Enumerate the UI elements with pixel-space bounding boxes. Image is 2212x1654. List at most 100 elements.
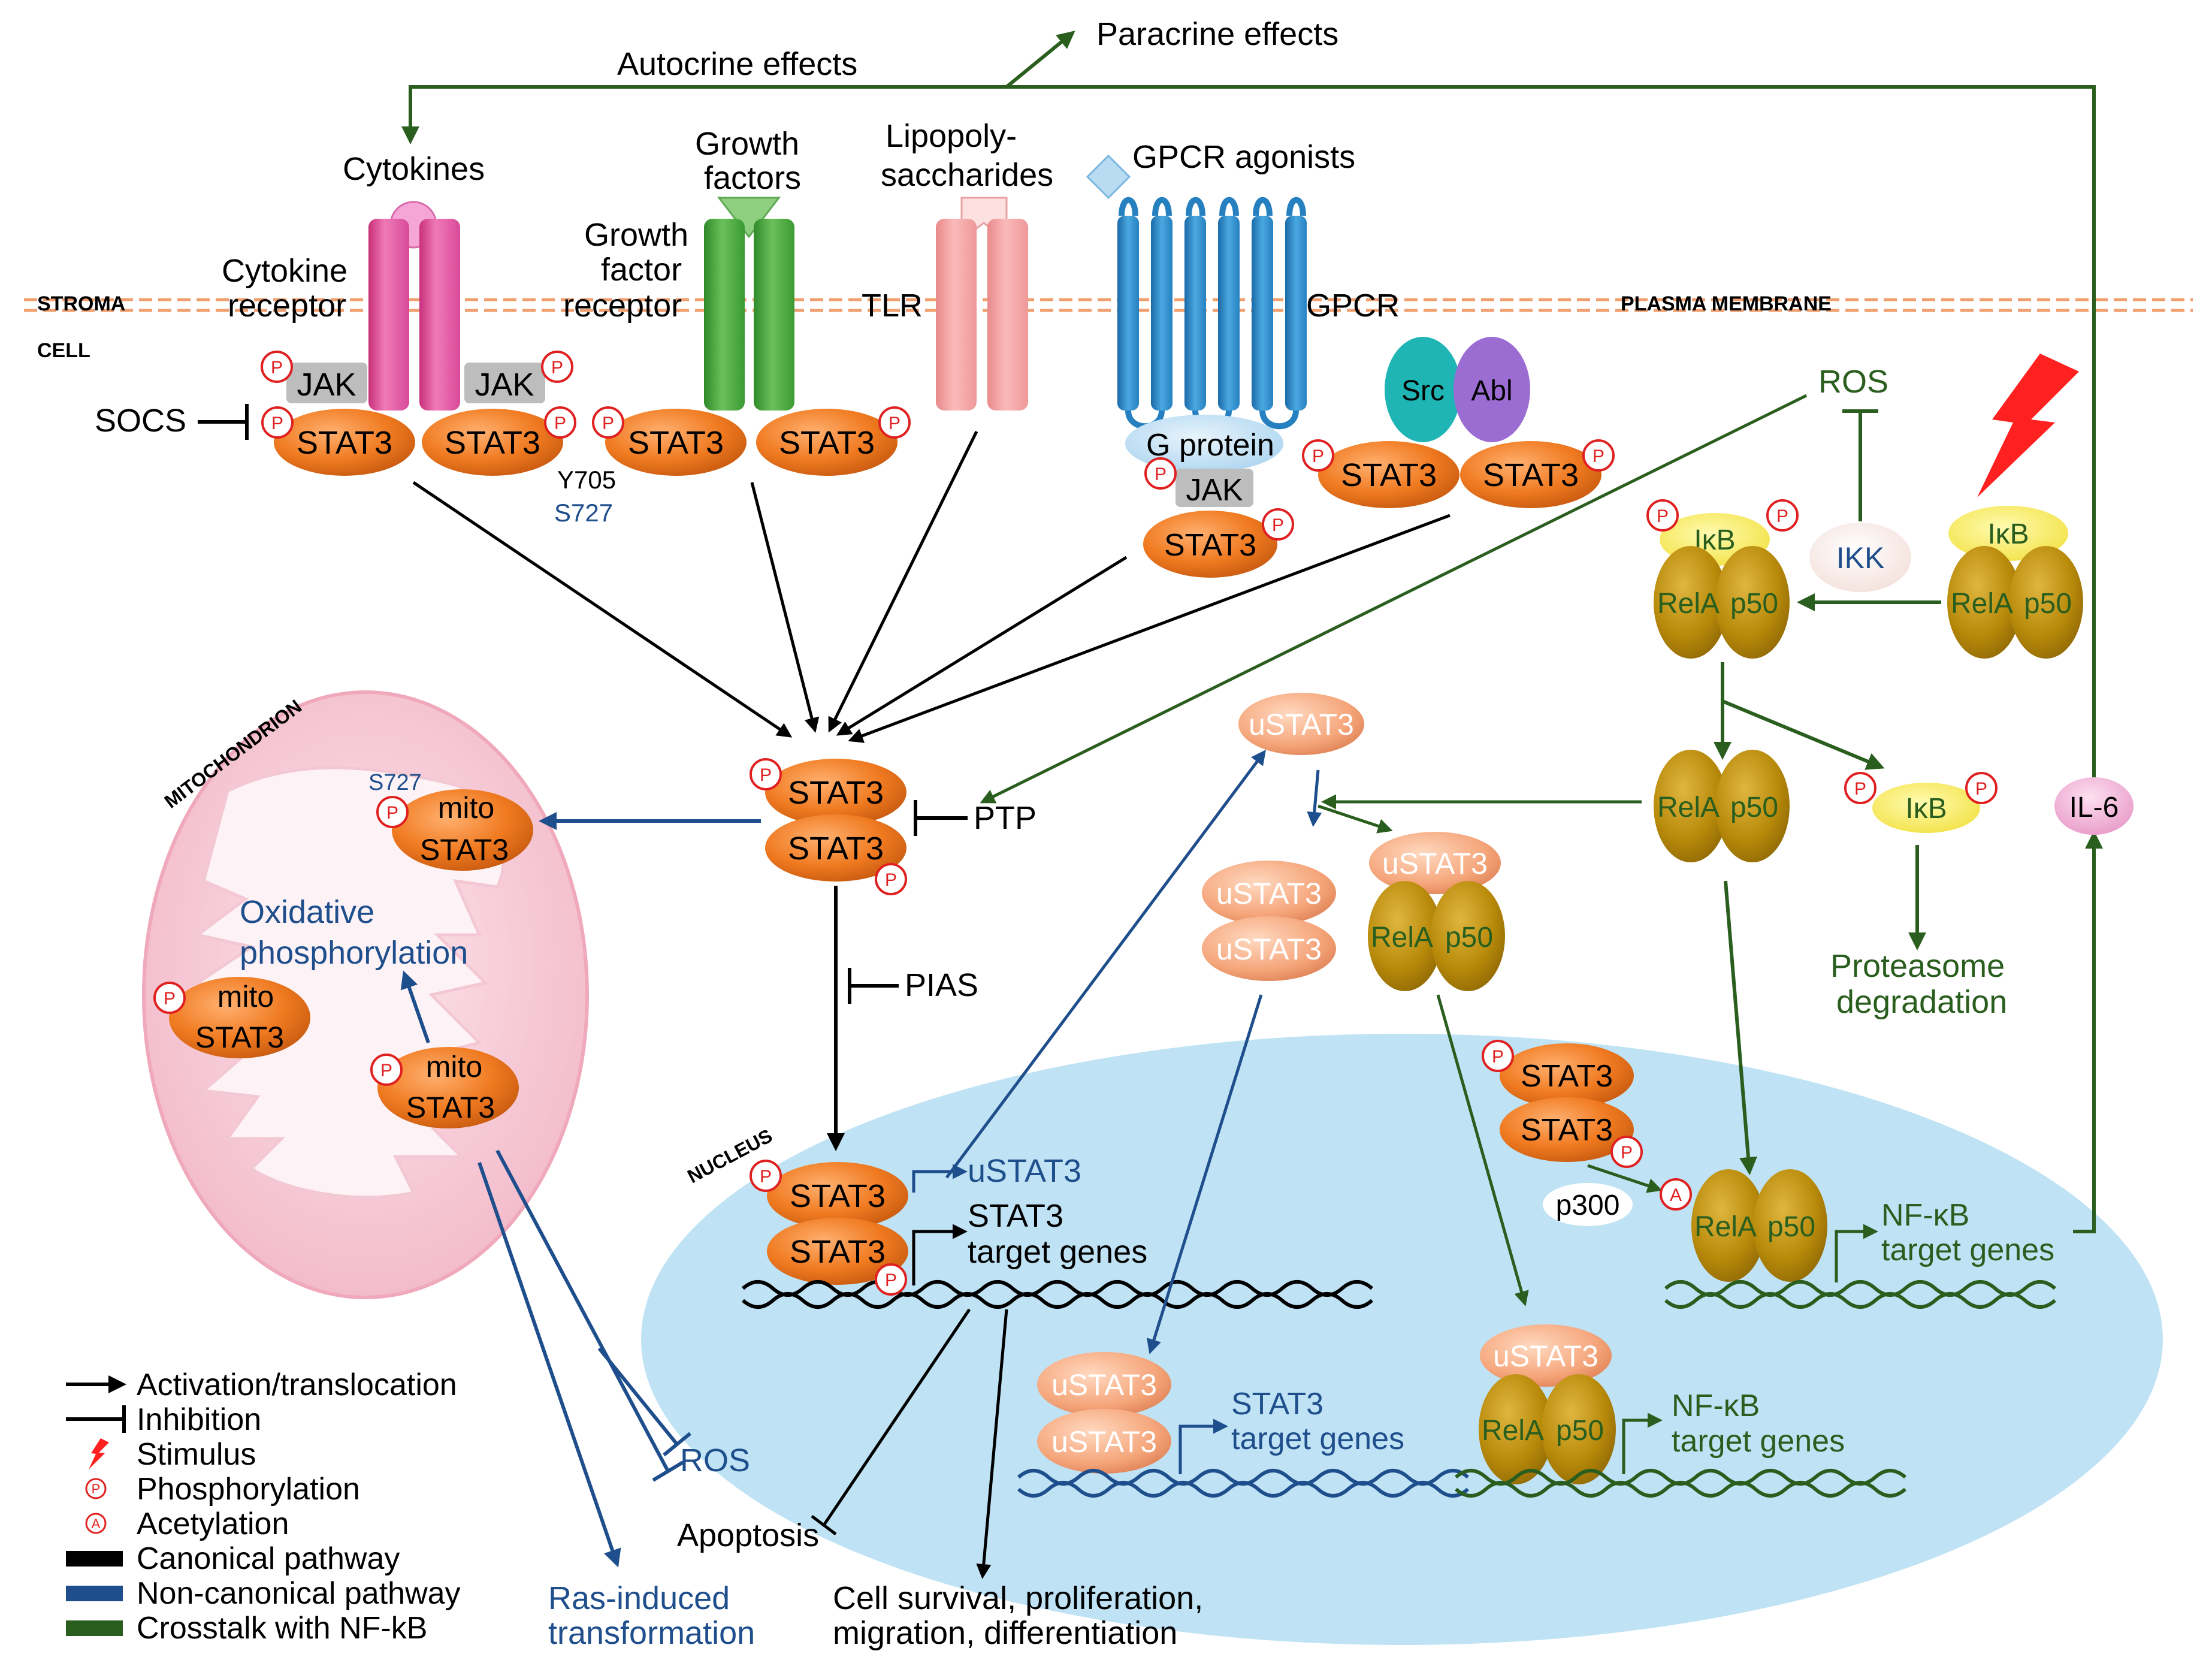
proteasome-label-1: Proteasome [1830,948,2005,984]
cytokine-receptor-label-1: Cytokine [222,253,347,289]
gpcr-receptor [1117,197,1307,430]
cytokine-receptor [368,219,460,411]
s727-mito-label: S727 [368,770,422,795]
svg-text:STAT3: STAT3 [195,1021,284,1054]
svg-text:STAT3: STAT3 [628,425,724,461]
ustat3-target-label-1: STAT3 [1231,1387,1323,1421]
ras-label-2: transformation [548,1615,755,1651]
socs-inhibition [198,404,249,440]
svg-text:P: P [1592,446,1604,466]
stat3-to-rela-acetyl-arrow [1587,1164,1663,1193]
svg-text:uSTAT3: uSTAT3 [1216,877,1322,910]
svg-text:P: P [1312,446,1324,466]
stat3-cytokine-right: STAT3 [422,409,563,476]
gpcr-agonists-label: GPCR agonists [1132,139,1355,175]
svg-text:P: P [271,358,283,378]
svg-text:P: P [386,803,398,823]
stat3-gf-right: STAT3 [756,409,898,476]
dna-nfkb-1 [1455,1412,1906,1498]
jak-right-label: JAK [475,367,534,403]
jak-right [464,363,545,403]
mito-ros-inhibition [495,1149,691,1482]
nucleus-to-ustat3-arrow [945,749,1266,1179]
svg-text:P: P [885,870,897,890]
socs-label: SOCS [95,403,186,439]
stat3-dimer-nfkb: STAT3 STAT3 [1500,1043,1634,1162]
phospho-marks: P P P P P P P P P P P P P P P P P P P P … [153,351,1998,1296]
plasma-membrane [24,298,2193,312]
plasma-membrane-label: PLASMA MEMBRANE [1621,292,1832,315]
ustat3-arrows [1147,769,1393,1354]
svg-text:P: P [889,414,900,433]
rela-p50-nucleus: RelA p50 [1691,1169,1827,1282]
svg-text:P: P [380,1061,392,1080]
abl-label: Abl [1471,375,1512,407]
growth-factor-receptor [704,219,794,411]
svg-text:RelA: RelA [1694,1211,1757,1243]
il6: IL-6 [2054,777,2134,835]
ustat3-rela-p50-nucleus: uSTAT3 RelA p50 [1479,1324,1616,1484]
svg-text:p50: p50 [1767,1211,1815,1243]
svg-text:P: P [760,1167,772,1187]
svg-text:uSTAT3: uSTAT3 [1493,1339,1598,1373]
legend-label-phospho: Phosphorylation [137,1472,360,1507]
lps-label-1: Lipopoly- [886,118,1017,154]
g-protein-label: G protein [1146,428,1274,463]
svg-text:STAT3: STAT3 [420,833,509,867]
stat3-src-right: STAT3 [1460,441,1601,508]
ustat3-dimer-nucleus: uSTAT3 uSTAT3 [1037,1352,1171,1474]
legend-label-activation: Activation/translocation [137,1368,457,1402]
svg-text:RelA: RelA [1951,588,2013,620]
svg-text:P: P [1657,506,1669,526]
paracrine-autocrine-loop [401,31,2096,797]
svg-text:P: P [271,414,283,433]
svg-text:P: P [1854,779,1866,799]
svg-text:P: P [1155,464,1167,484]
legend-label-acetyl: Acetylation [137,1507,289,1541]
tlr-receptor [936,219,1028,411]
svg-text:uSTAT3: uSTAT3 [1051,1368,1157,1402]
pias-label: PIAS [905,967,978,1003]
svg-text:p50: p50 [2024,588,2072,620]
p300 [1543,1183,1633,1226]
dna-nfkb-2 [1664,1224,2056,1309]
svg-text:p50: p50 [1445,922,1493,953]
svg-text:P: P [554,414,566,433]
svg-text:P: P [1492,1047,1504,1067]
svg-text:mito: mito [438,791,494,825]
apoptosis-inhibition [811,1308,971,1535]
legend-label-inhibition: Inhibition [137,1402,261,1437]
ros-nfkb-label: ROS [1818,364,1888,400]
mito-to-ras-arrow [478,1162,621,1568]
svg-text:uSTAT3: uSTAT3 [1051,1425,1157,1459]
gpcr-agonist-ligand [1086,154,1131,200]
cytokine-receptor-label-2: receptor [228,288,346,324]
ros-mito-label: ROS [680,1442,750,1478]
survival-label-2: migration, differentiation [833,1615,1177,1651]
jak-left [286,363,367,403]
autocrine-label: Autocrine effects [617,46,857,82]
stimulus-lightning-icon [1977,354,2079,497]
legend-label-crosstalk: Crosstalk with NF-kB [137,1611,427,1646]
ustat3-cytoplasm: uSTAT3 [1238,693,1364,755]
svg-text:mito: mito [217,980,274,1013]
gf-receptor-label-3: receptor [563,288,682,324]
rela-p50-free: RelA p50 [1654,750,1790,862]
svg-text:P: P [1975,779,1987,799]
dna-stat3-canonical [742,1280,1373,1309]
nfkb-release-arrows [1714,662,1885,770]
stat3-gf-left: STAT3 [605,409,747,476]
svg-text:p50: p50 [1556,1415,1604,1447]
svg-text:P: P [1272,515,1284,535]
svg-text:P: P [760,765,772,785]
y705-label: Y705 [557,466,616,494]
svg-text:RelA: RelA [1371,922,1433,953]
ikk: IKK [1809,523,1911,592]
svg-text:P: P [551,358,563,378]
src [1385,337,1461,442]
svg-text:P: P [1621,1143,1633,1163]
gpcr-label: GPCR [1306,288,1400,324]
nucleus [641,1034,2163,1645]
gene-arrows-canonical [912,1164,968,1285]
ustat3-rela-to-nucleus-arrow [1436,994,1529,1306]
